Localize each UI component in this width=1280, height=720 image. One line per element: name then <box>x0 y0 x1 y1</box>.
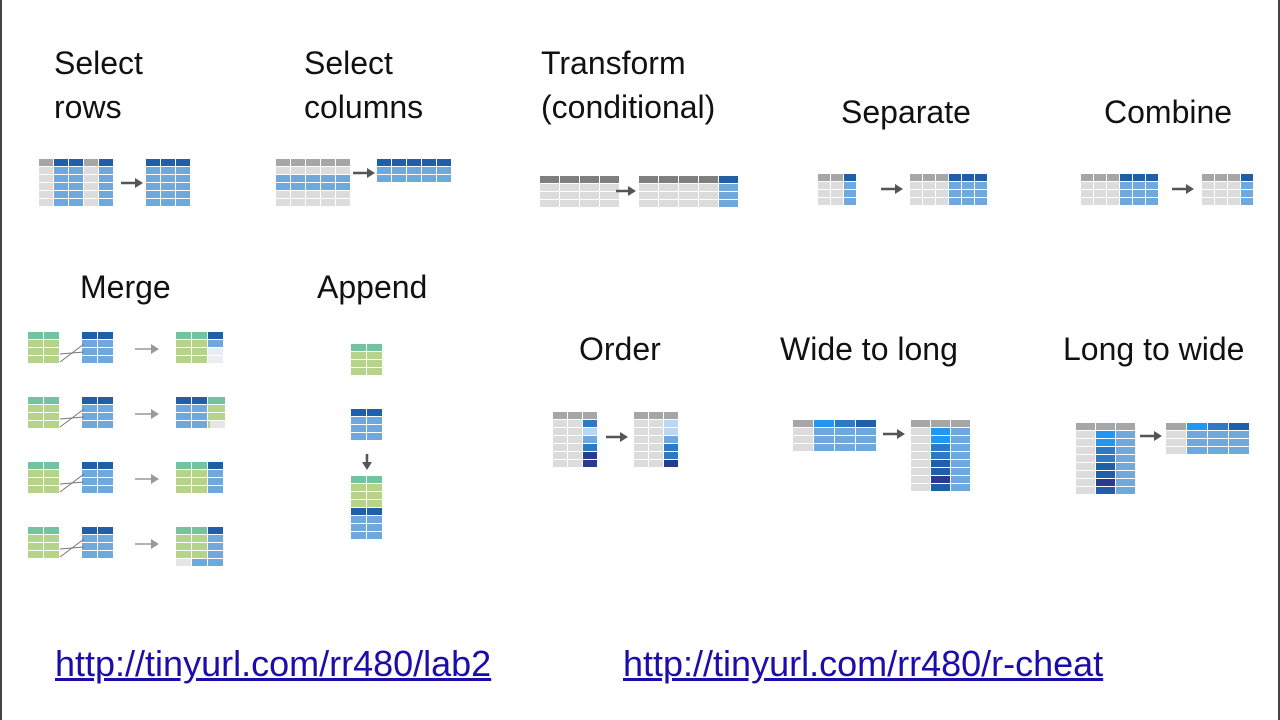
label-select-columns: Select columns <box>304 45 424 125</box>
label-merge: Merge <box>80 269 171 305</box>
label-order: Order <box>579 331 661 367</box>
label-separate: Separate <box>841 94 971 130</box>
label-long-to-wide: Long to wide <box>1063 331 1245 367</box>
link-lab2[interactable]: http://tinyurl.com/rr480/lab2 <box>55 643 492 684</box>
link-r-cheat[interactable]: http://tinyurl.com/rr480/r-cheat <box>623 643 1104 684</box>
label-wide-to-long: Wide to long <box>780 331 958 367</box>
label-transform: Transform (conditional) <box>541 45 716 125</box>
label-select-rows: Select rows <box>54 45 143 125</box>
label-append: Append <box>317 269 428 305</box>
label-combine: Combine <box>1104 94 1233 130</box>
